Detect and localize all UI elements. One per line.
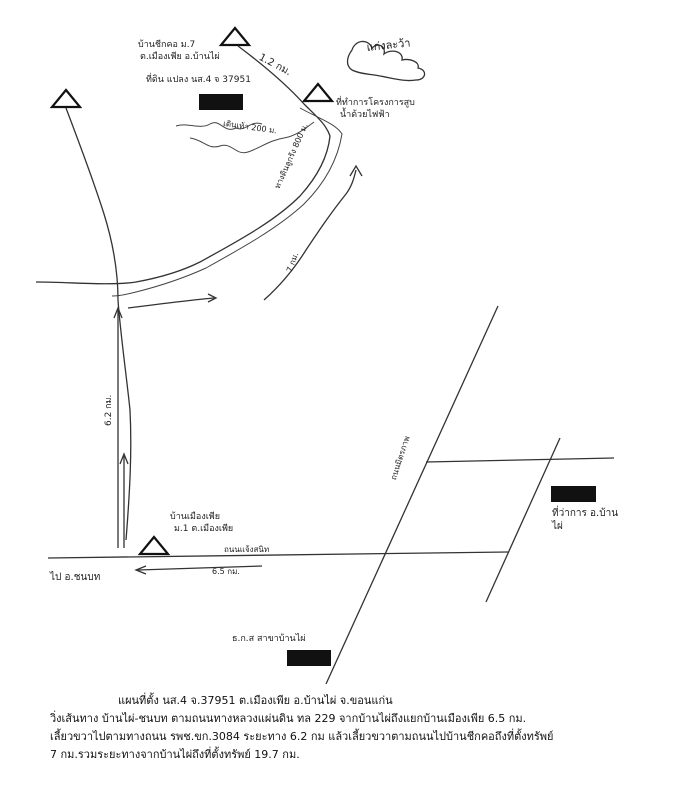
- label-to-khon-buri: ไป อ.ชนบท: [50, 572, 101, 583]
- road-chik-kor-inner: [111, 107, 343, 297]
- arrow-head-7km: [349, 164, 363, 177]
- foot-path-200m: [175, 122, 263, 130]
- label-district-office: ที่ว่าการ อ.บ้าน: [552, 508, 619, 519]
- label-baac: ธ.ก.ส สาขาบ้านไผ่: [232, 634, 306, 644]
- arrow-right-top: [127, 297, 215, 309]
- redaction-box-district-office: [551, 486, 596, 502]
- landmark-triangle-mueang-phia: [137, 535, 171, 556]
- landmark-triangle-left: [49, 88, 83, 109]
- arrow-right-top-head: [207, 293, 218, 303]
- arrow-6-5-head: [134, 565, 147, 575]
- road-crossing: [425, 457, 615, 463]
- landmark-triangle-office: [301, 82, 335, 103]
- label-ban-mueang-phia: บ้านเมืองเพีย: [170, 512, 221, 522]
- road-chaengsanit: [47, 551, 509, 559]
- label-ban-chik-kor: บ้านชีกคอ ม.7: [138, 40, 196, 50]
- label-dist-6-2: 6.2 กม.: [104, 394, 114, 426]
- road-mittraphap: [325, 305, 499, 685]
- footer-line-2: วิ่งเส้นทาง บ้านไผ่-ชนบท ตามถนนทางหลวงแผ…: [50, 712, 527, 725]
- arrow-6-2-lower-head: [119, 452, 129, 465]
- label-district-office-2: ไผ่: [552, 521, 563, 532]
- redaction-box-baac: [287, 650, 331, 666]
- label-ban-chik-kor-addr: ต.เมืองเพีย อ.บ้านไผ่: [140, 52, 220, 62]
- road-7km: [263, 169, 357, 301]
- footer-line-3: เลี้ยวขวาไปตามทางถนน รพช.ขก.3084 ระยะทาง…: [50, 730, 554, 743]
- footer-title: แผนที่ตั้ง นส.4 จ.37951 ต.เมืองเพีย อ.บ้…: [118, 694, 393, 707]
- kaeng-lawa-reservoir: [346, 40, 426, 82]
- winding-path: [189, 121, 315, 154]
- arrow-6-2-up-head: [113, 306, 123, 319]
- landmark-triangle-ban-chik-kor: [218, 26, 252, 47]
- road-chik-kor: [35, 45, 331, 285]
- label-office-pump: ที่ทำการโครงการสูบ: [336, 98, 415, 108]
- redaction-box-land: [199, 94, 243, 110]
- road-mittraphap-right: [485, 437, 561, 603]
- arrow-6-5: [137, 565, 263, 571]
- label-land-plot: ที่ดิน แปลง นส.4 จ 37951: [146, 75, 251, 85]
- label-road-chaengsanit: ถนนแจ้งสนิท: [224, 545, 270, 554]
- label-dist-6-5: 6.5 กม.: [212, 567, 240, 576]
- label-office-pump-2: น้ำด้วยไฟฟ้า: [340, 110, 390, 120]
- stream-left: [65, 107, 132, 541]
- footer-line-4: 7 กม.รวมระยะทางจากบ้านไผ่ถึงที่ตั้งทรัพย…: [50, 748, 300, 761]
- label-ban-mueang-phia-addr: ม.1 ต.เมืองเพีย: [174, 524, 234, 534]
